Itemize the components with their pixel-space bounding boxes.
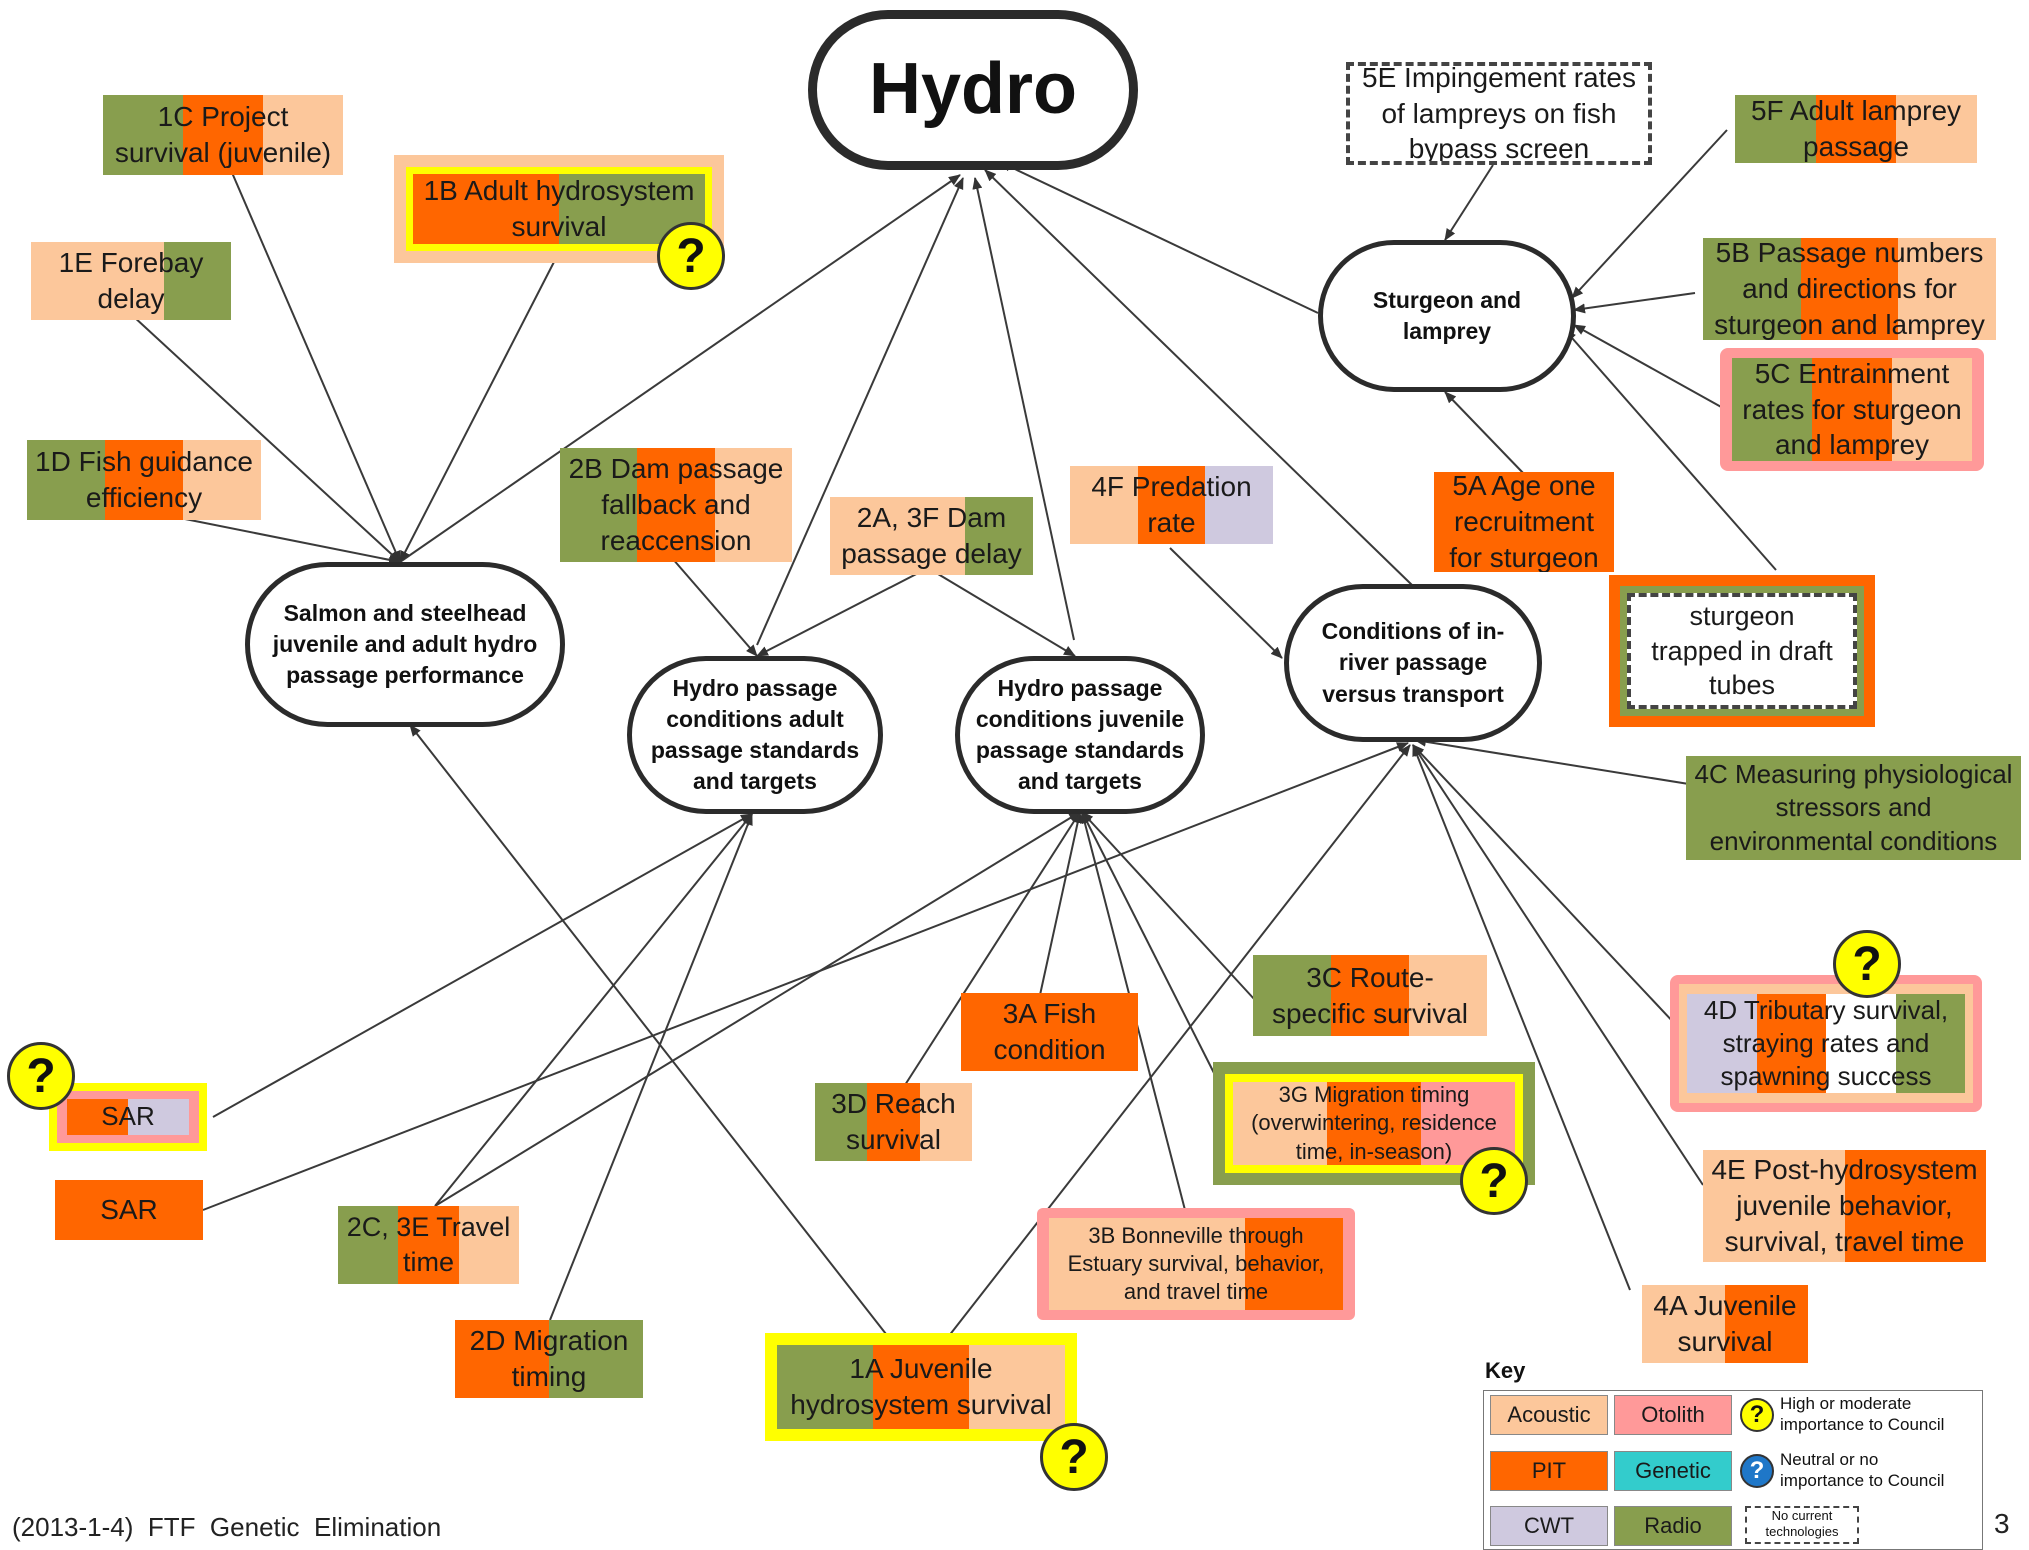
box-2d-migration-timing: 2D Migration timing <box>455 1320 643 1398</box>
box-2d-label: 2D Migration timing <box>469 1325 629 1392</box>
page-number: 3 <box>1994 1508 2010 1539</box>
box-1b-label: 1B Adult hydrosystem survival <box>423 175 695 242</box>
legend-question-yellow-icon: ? <box>1740 1398 1774 1432</box>
question-icon-sar: ? <box>7 1042 75 1110</box>
legend-pit: PIT <box>1490 1451 1608 1491</box>
box-4c-label: 4C Measuring physiological stressors and… <box>1694 759 2013 856</box>
box-2c-3e-label: 2C, 3E Travel time <box>346 1212 511 1277</box>
box-2b-dam-fallback: 2B Dam passage fallback and reaccension <box>560 448 792 562</box>
hub-hydro: Hydro <box>808 10 1138 170</box>
box-1c-project-survival: 1C Project survival (juvenile) <box>103 95 343 175</box>
legend-title: Key <box>1485 1358 1526 1383</box>
box-5f-adult-lamprey: 5F Adult lamprey passage <box>1735 95 1977 163</box>
box-2c-3e-travel-time: 2C, 3E Travel time <box>338 1206 519 1284</box>
legend-otolith: Otolith <box>1614 1395 1732 1435</box>
box-2a-3f-label: 2A, 3F Dam passage delay <box>841 502 1022 569</box>
box-3d-reach-survival: 3D Reach survival <box>815 1083 972 1161</box>
box-5d-frame: 5D Number of sturgeon trapped in draft t… <box>1609 575 1875 727</box>
box-1a-frame: 1A Juvenile hydrosystem survival <box>765 1333 1077 1441</box>
box-1d-label: 1D Fish guidance efficiency <box>35 446 253 513</box>
box-4d-label: 4D Tributary survival, straying rates an… <box>1703 994 1949 1092</box>
question-icon-1b: ? <box>657 222 725 290</box>
box-4f-label: 4F Predation rate <box>1091 471 1252 538</box>
sar-2-label: SAR <box>100 1194 158 1226</box>
sar-box-1-mid: SAR <box>57 1091 199 1143</box>
question-icon-3g: ? <box>1460 1147 1528 1215</box>
box-5c-label: 5C Entrainment rates for sturgeon and la… <box>1742 358 1962 461</box>
legend-no-tech: No current technologies <box>1745 1506 1859 1544</box>
box-5b-label: 5B Passage numbers and directions for st… <box>1714 238 1985 340</box>
box-5c-entrainment-frame: 5C Entrainment rates for sturgeon and la… <box>1720 348 1984 471</box>
box-4d-mid: 4D Tributary survival, straying rates an… <box>1679 984 1973 1103</box>
box-5d-label: 5D Number of sturgeon trapped in draft t… <box>1650 601 1835 705</box>
sar-box-1-frame: SAR <box>49 1083 207 1151</box>
legend-radio: Radio <box>1614 1506 1732 1546</box>
box-5e-impingement: 5E Impingement rates of lampreys on fish… <box>1346 62 1652 165</box>
box-3c-route-specific: 3C Route- specific survival <box>1253 955 1487 1036</box>
hub-inriver-vs-transport: Conditions of in- river passage versus t… <box>1284 584 1542 742</box>
hub-sturgeon-lamprey: Sturgeon and lamprey <box>1318 240 1576 392</box>
box-5c-inner: 5C Entrainment rates for sturgeon and la… <box>1732 358 1972 461</box>
box-5b-passage-numbers: 5B Passage numbers and directions for st… <box>1703 238 1996 340</box>
box-1d-guidance-efficiency: 1D Fish guidance efficiency <box>27 440 261 520</box>
box-5d-middle: 5D Number of sturgeon trapped in draft t… <box>1620 586 1864 716</box>
box-2a-3f-passage-delay: 2A, 3F Dam passage delay <box>830 497 1033 575</box>
hub-juvenile-conditions: Hydro passage conditions juvenile passag… <box>955 656 1205 814</box>
box-1c-label: 1C Project survival (juvenile) <box>114 101 332 168</box>
hub-adult-conditions: Hydro passage conditions adult passage s… <box>627 656 883 814</box>
box-1a-inner: 1A Juvenile hydrosystem survival <box>777 1345 1065 1429</box>
box-3a-fish-condition: 3A Fish condition <box>961 993 1138 1071</box>
box-3g-inner: 3G Migration timing (overwintering, resi… <box>1233 1082 1515 1165</box>
box-5a-label: 5A Age one recruitment for sturgeon <box>1449 472 1599 572</box>
legend-high-importance: High or moderate importance to Council <box>1780 1394 1945 1435</box>
box-3b-inner: 3B Bonneville through Estuary survival, … <box>1049 1218 1343 1310</box>
box-1e-label: 1E Forebay delay <box>58 247 204 314</box>
question-icon-1a: ? <box>1040 1423 1108 1491</box>
box-5d-inner: 5D Number of sturgeon trapped in draft t… <box>1627 593 1857 709</box>
box-4d-frame: 4D Tributary survival, straying rates an… <box>1670 975 1982 1112</box>
box-3a-label: 3A Fish condition <box>993 998 1106 1065</box>
box-5a-age-one-recruitment: 5A Age one recruitment for sturgeon <box>1434 472 1614 572</box>
sar-1-label: SAR <box>101 1101 155 1132</box>
box-4d-inner: 4D Tributary survival, straying rates an… <box>1687 994 1965 1093</box>
box-5e-label: 5E Impingement rates of lampreys on fish… <box>1362 62 1636 165</box>
box-2b-label: 2B Dam passage fallback and reaccension <box>568 453 784 556</box>
box-1e-forebay-delay: 1E Forebay delay <box>31 242 231 320</box>
legend-cwt: CWT <box>1490 1506 1608 1546</box>
box-4f-predation-rate: 4F Predation rate <box>1070 466 1273 544</box>
box-4a-juvenile-survival: 4A Juvenile survival <box>1642 1285 1808 1363</box>
legend-genetic: Genetic <box>1614 1451 1732 1491</box>
footer-text: (2013-1-4) FTF Genetic Elimination <box>12 1512 442 1542</box>
box-4a-label: 4A Juvenile survival <box>1653 1290 1797 1357</box>
hub-salmon-steelhead: Salmon and steelhead juvenile and adult … <box>245 562 565 727</box>
box-3c-label: 3C Route- specific survival <box>1271 961 1469 1029</box>
sar-box-2: SAR <box>55 1180 203 1240</box>
box-3b-frame: 3B Bonneville through Estuary survival, … <box>1037 1208 1355 1320</box>
legend-question-blue-icon: ? <box>1740 1454 1774 1488</box>
question-icon-4d: ? <box>1833 930 1901 998</box>
box-4e-label: 4E Post-hydrosystem juvenile behavior, s… <box>1711 1154 1978 1257</box>
box-3b-label: 3B Bonneville through Estuary survival, … <box>1067 1222 1325 1305</box>
box-5f-label: 5F Adult lamprey passage <box>1750 95 1962 162</box>
box-3g-label: 3G Migration timing (overwintering, resi… <box>1251 1082 1497 1164</box>
box-4e-post-hydro: 4E Post-hydrosystem juvenile behavior, s… <box>1703 1150 1986 1262</box>
sar-box-1-inner: SAR <box>67 1099 189 1135</box>
legend-acoustic: Acoustic <box>1490 1395 1608 1435</box>
box-3d-label: 3D Reach survival <box>831 1088 956 1155</box>
legend-neutral-importance: Neutral or no importance to Council <box>1780 1450 1945 1491</box>
box-4c-physiological: 4C Measuring physiological stressors and… <box>1686 756 2021 860</box>
box-1a-label: 1A Juvenile hydrosystem survival <box>790 1353 1052 1420</box>
